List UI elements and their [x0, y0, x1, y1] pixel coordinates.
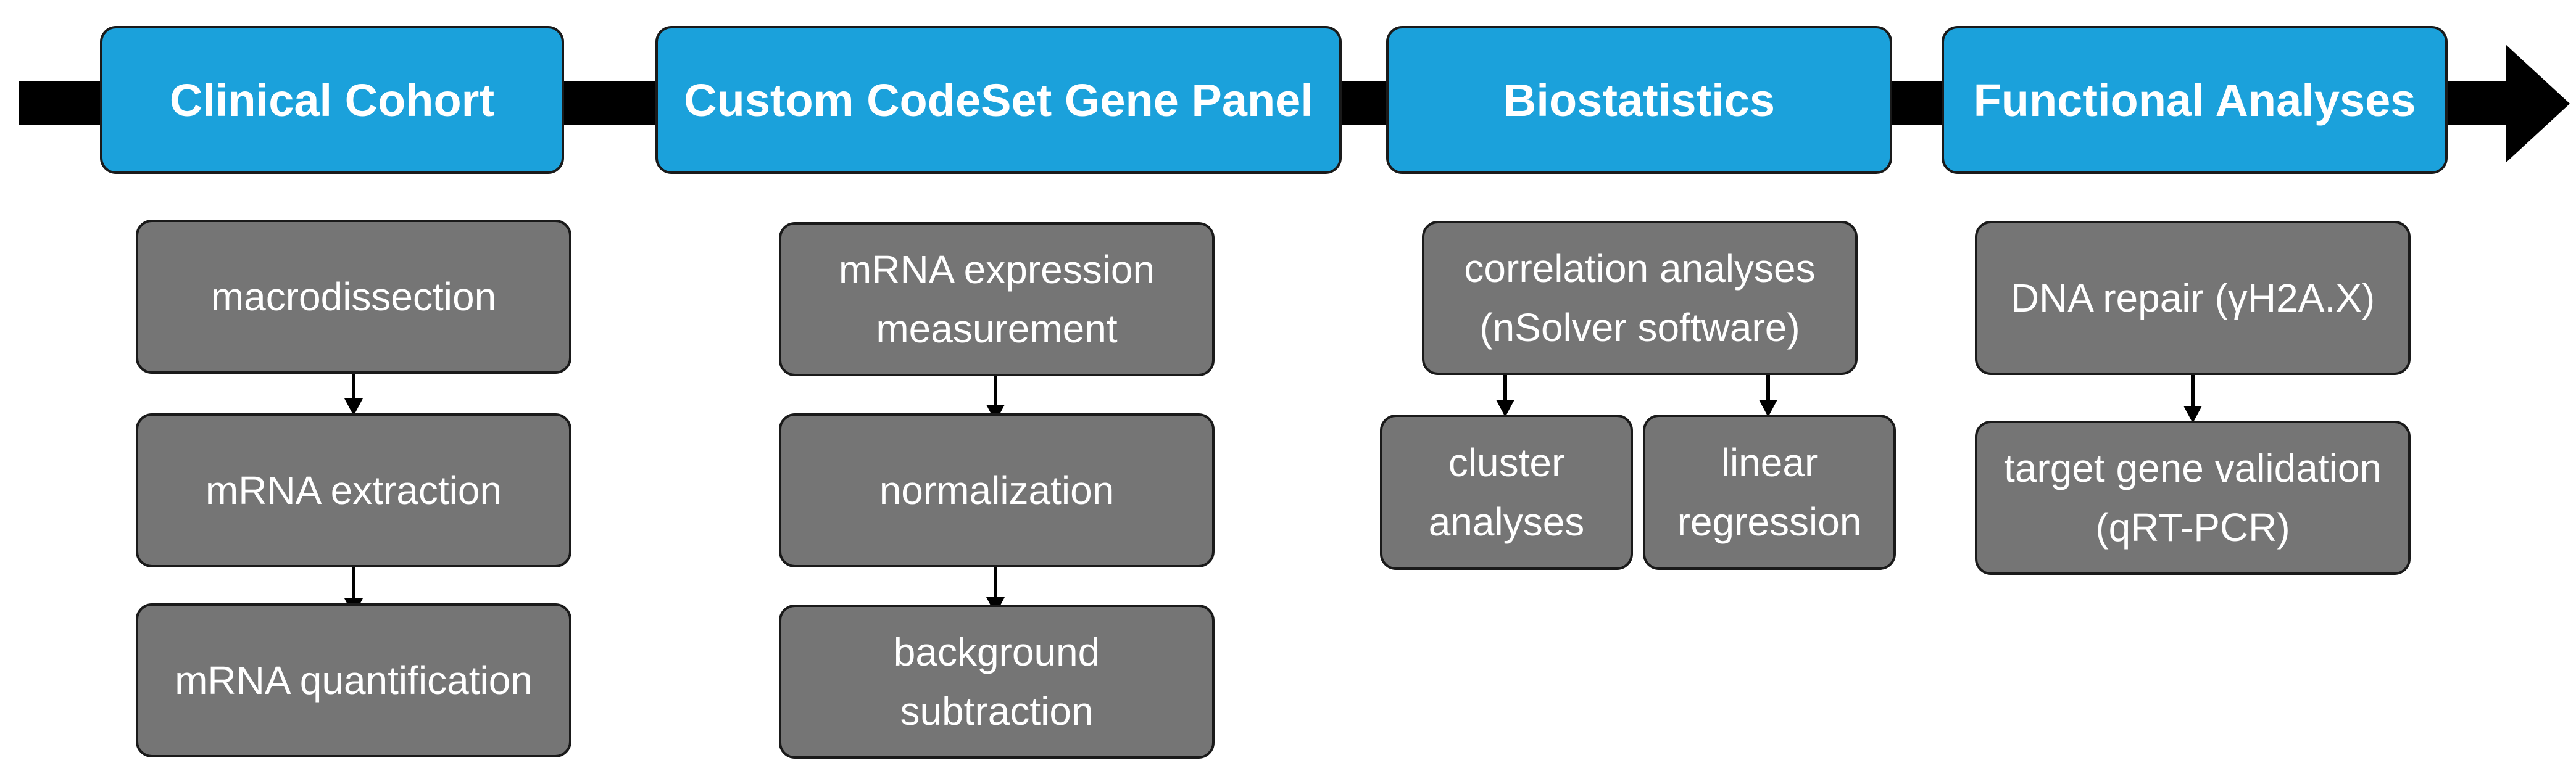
flow-arrow — [344, 567, 363, 616]
flow-arrow — [986, 376, 1005, 422]
step-mrna-expression-measurement: mRNA expression measurement — [779, 222, 1215, 376]
flow-arrow — [344, 374, 363, 416]
step-dna-repair: DNA repair (γH2A.X) — [1975, 221, 2411, 375]
step-macrodissection: macrodissection — [136, 220, 571, 374]
step-linear-regression: linear regression — [1643, 415, 1896, 570]
step-target-gene-validation: target gene validation (qRT-PCR) — [1975, 421, 2411, 575]
step-normalization: normalization — [779, 413, 1215, 567]
stage-header-biostatistics: Biostatistics — [1386, 26, 1892, 174]
step-cluster-analyses: cluster analyses — [1380, 415, 1633, 570]
flow-arrow — [1496, 375, 1514, 417]
stage-header-custom-codeset: Custom CodeSet Gene Panel — [655, 26, 1342, 174]
flow-arrow — [986, 567, 1005, 614]
step-background-subtraction: background subtraction — [779, 605, 1215, 759]
step-mrna-quantification: mRNA quantification — [136, 603, 571, 757]
step-mrna-extraction: mRNA extraction — [136, 413, 571, 567]
stage-header-clinical-cohort: Clinical Cohort — [100, 26, 564, 174]
step-correlation-analyses: correlation analyses (nSolver software) — [1422, 221, 1858, 375]
stage-header-functional-analyses: Functional Analyses — [1942, 26, 2448, 174]
flow-arrow — [1759, 375, 1777, 417]
timeline-arrow-head — [2506, 44, 2570, 163]
flow-arrow — [2183, 375, 2202, 423]
